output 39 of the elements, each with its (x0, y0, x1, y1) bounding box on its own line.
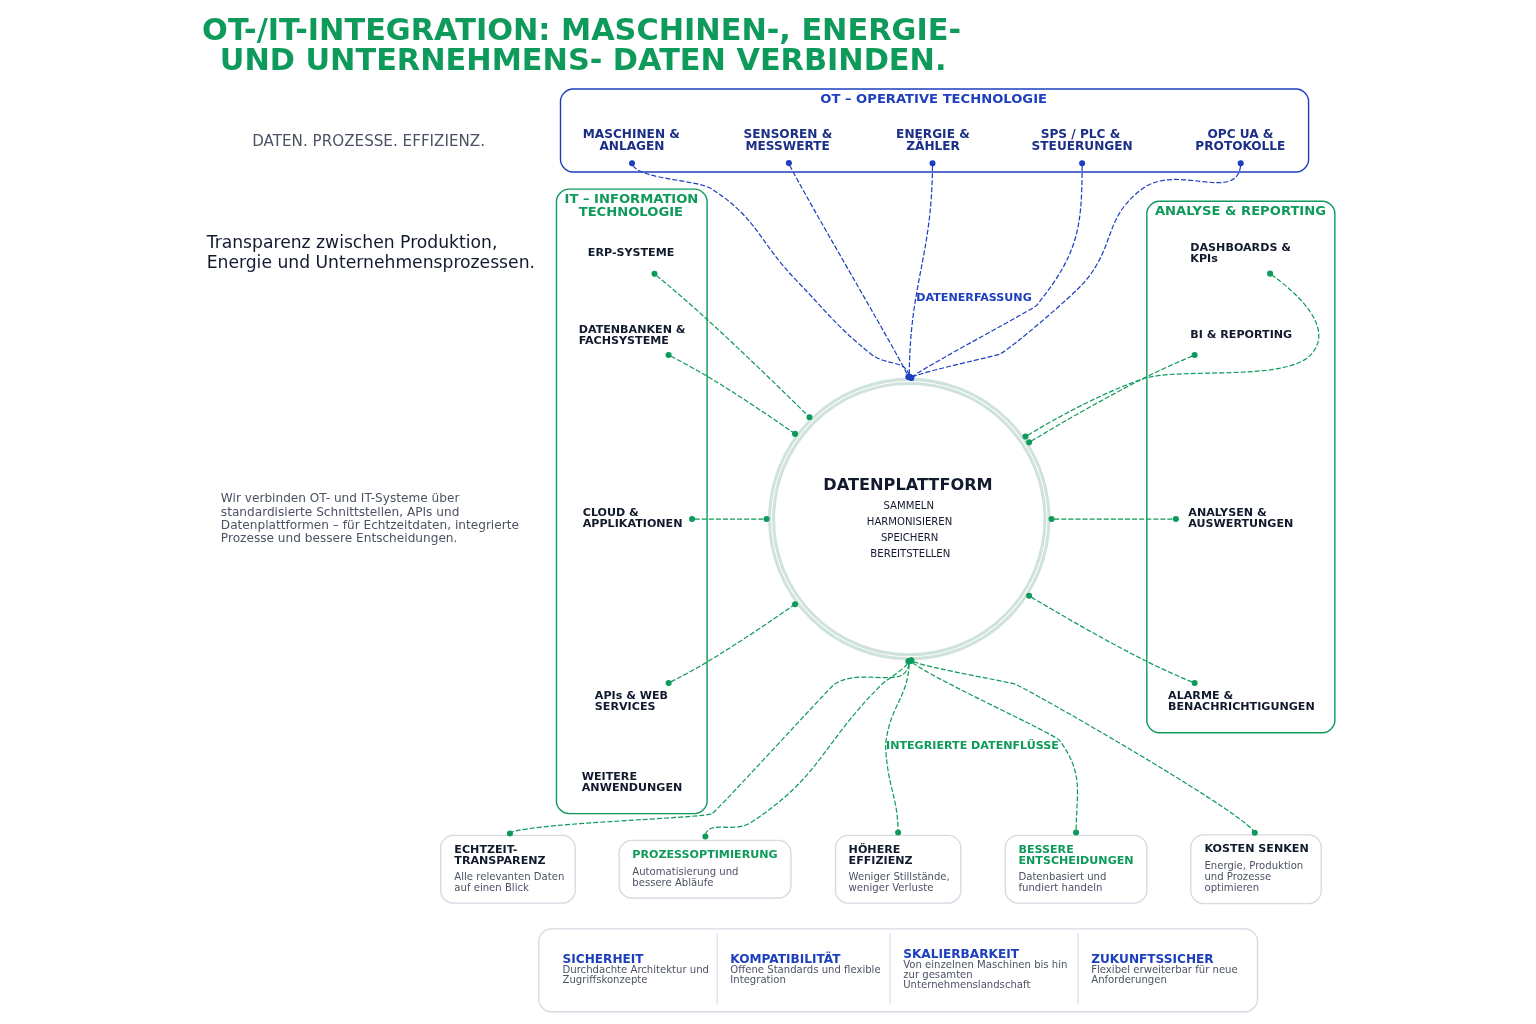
node-text: SENSOREN & MESSWERTE (742, 127, 832, 154)
connector (907, 160, 1085, 381)
node-circle: DATENPLATTFORM SAMMELN HARMONISIEREN SPEICHERN BEREITSTELLEN (767, 377, 1050, 661)
node-text: OPC UA & PROTOKOLLE (1194, 127, 1285, 154)
node-text: MASCHINEN & ANLAGEN (582, 127, 680, 154)
node-text: ALARME & BENACHRICHTIGUNGEN (1167, 689, 1315, 714)
node-text: APIs & WEB SERVICES (594, 689, 668, 714)
connector (650, 270, 812, 421)
diagram-title: OT-/IT-INTEGRATION: MASCHINEN-, ENERGIE- UND UNTERNEHMENS- DATEN VERBINDEN. (201, 11, 961, 77)
node-box: ECHTZEIT- TRANSPARENZ Alle relevanten Daten auf einen Blick (439, 834, 576, 904)
connector (1025, 592, 1198, 687)
node-text: CLOUD & APPLIKATIONEN (582, 505, 683, 530)
connector (907, 657, 1079, 836)
node-text: ANALYSEN & AUSWERTUNGEN (1187, 505, 1293, 530)
node-text: DASHBOARDS & KPIs (1189, 240, 1291, 265)
label: Transparenz zwischen Produktion, Energie und Unternehmensprozessen. (206, 232, 535, 272)
node-box: HÖHERE EFFIZIENZ Weniger Stillstände, weniger Verluste (834, 834, 961, 904)
connector (1048, 516, 1179, 523)
node-box: BESSERE ENTSCHEIDUNGEN Datenbasiert und fundiert handeln (1004, 834, 1147, 904)
connector (688, 516, 770, 523)
node-text: ERP-SYSTEME (587, 245, 674, 259)
node-text: ENERGIE & ZÄHLER (895, 127, 970, 154)
node-text: BI & REPORTING (1189, 327, 1292, 341)
label: Wir verbinden OT- und IT-Systeme über standardisierte Schnittstellen, APIs und Datenplattformen – für Echtzeitdaten, integrierte Prozesse und bessere Entscheidungen. (220, 491, 519, 545)
edge-label: DATENERFASSUNG (915, 291, 1032, 305)
node-text: SPS / PLC & STEUERUNGEN (1031, 127, 1133, 154)
connector (1025, 352, 1198, 446)
edge-label: INTEGRIERTE DATENFLÜSSE (885, 738, 1059, 752)
node-text: WEITERE ANWENDUNGEN (581, 770, 682, 795)
node-box: KOSTEN SENKEN Energie, Produktion und Prozesse optimieren (1189, 834, 1322, 905)
connector (665, 352, 798, 437)
node-text: DATENBANKEN & FACHSYSTEME (578, 322, 686, 347)
connector (1021, 270, 1319, 440)
connector (907, 160, 1244, 381)
connector (665, 601, 798, 687)
node-box: PROZESSOPTIMIERUNG Automatisierung und bessere Abläufe (618, 839, 792, 899)
label: DATEN. PROZESSE. EFFIZIENZ. (251, 131, 485, 150)
connector (907, 657, 1258, 836)
node-box: SICHERHEIT Durchdachte Architektur und Zugriffskonzepte KOMPATIBILITÄT Offene Standards und flexible Integration SKALIERBARKEIT Von einzelnen Maschinen bis hin zur gesamten Unternehmenslandschaft ZUKUNFTSSICHER Flexibel erweiterbar für neue Anforderungen (537, 928, 1258, 1013)
